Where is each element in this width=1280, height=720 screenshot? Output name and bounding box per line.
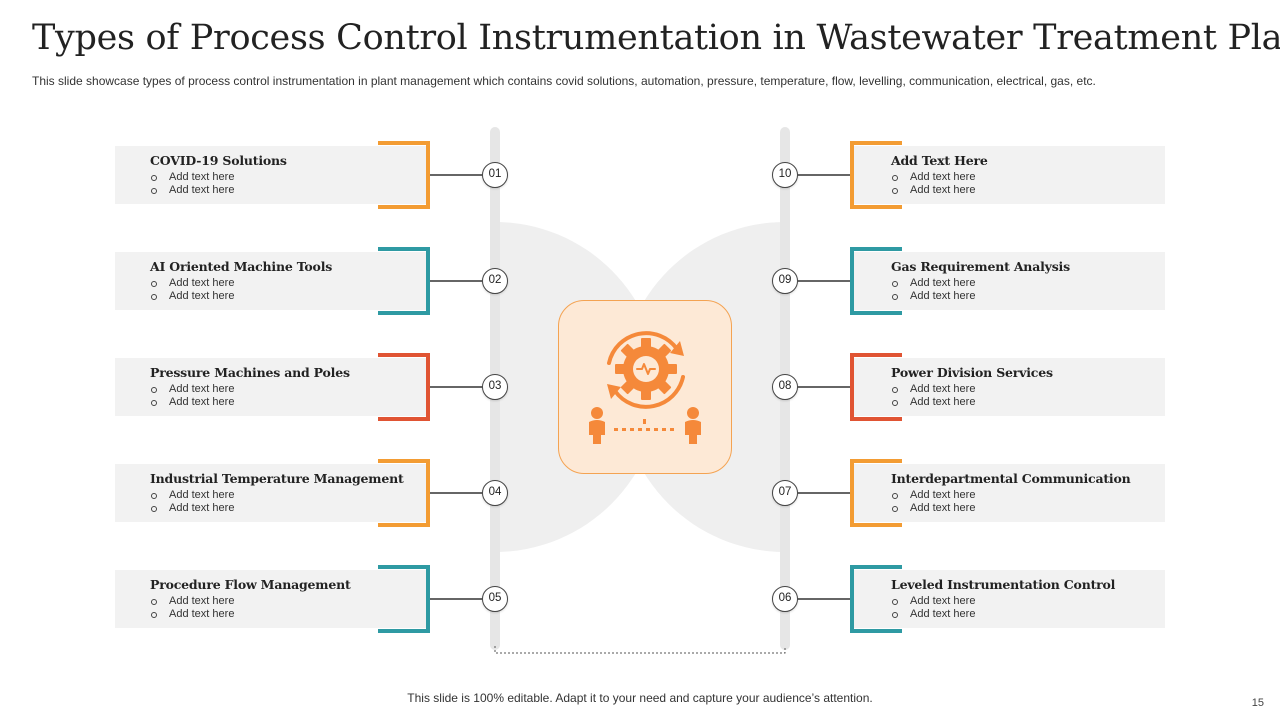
orange-bracket [850,459,902,527]
bullet-text: Add text here [891,383,975,396]
item-title: AI Oriented Machine Tools [150,259,333,274]
bullet-text: Add text here [150,489,234,502]
bullet-text: Add text here [891,502,975,515]
red-bracket [378,353,430,421]
item-title: Leveled Instrumentation Control [891,577,1116,592]
step-number-10: 10 [772,162,798,188]
bullet-text: Add text here [891,489,975,502]
item-bullets: Add text here Add text here [150,489,234,515]
bullet-text: Add text here [150,396,234,409]
item-card-04: Industrial Temperature Management Add te… [115,459,430,527]
item-bullets: Add text here Add text here [150,595,234,621]
step-number-02: 02 [482,268,508,294]
bullet-text: Add text here [150,502,234,515]
teal-bracket [378,247,430,315]
footer-note: This slide is 100% editable. Adapt it to… [407,691,873,705]
bullet-text: Add text here [891,184,975,197]
bullet-text: Add text here [891,608,975,621]
teal-bracket [850,565,902,633]
item-title: Pressure Machines and Poles [150,365,350,380]
item-title: Procedure Flow Management [150,577,351,592]
item-title: Gas Requirement Analysis [891,259,1070,274]
bullet-text: Add text here [150,184,234,197]
bullet-text: Add text here [150,608,234,621]
item-bullets: Add text here Add text here [150,383,234,409]
bullet-text: Add text here [891,595,975,608]
slide-subtitle: This slide showcase types of process con… [32,74,1096,88]
item-bullets: Add text here Add text here [150,171,234,197]
bullet-text: Add text here [891,171,975,184]
item-card-08: Power Division Services Add text here Ad… [850,353,1165,421]
teal-bracket [378,565,430,633]
item-card-03: Pressure Machines and Poles Add text her… [115,353,430,421]
orange-bracket [850,141,902,209]
step-number-09: 09 [772,268,798,294]
bullet-text: Add text here [891,290,975,303]
teal-bracket [850,247,902,315]
central-hub [558,300,732,474]
item-bullets: Add text here Add text here [891,171,975,197]
item-card-07: Interdepartmental Communication Add text… [850,459,1165,527]
step-number-06: 06 [772,586,798,612]
red-bracket [850,353,902,421]
item-bullets: Add text here Add text here [891,277,975,303]
bullet-text: Add text here [150,383,234,396]
item-card-06: Leveled Instrumentation Control Add text… [850,565,1165,633]
item-title: Add Text Here [891,153,988,168]
bullet-text: Add text here [891,396,975,409]
item-card-05: Procedure Flow Management Add text here … [115,565,430,633]
step-number-05: 05 [482,586,508,612]
slide-title: Types of Process Control Instrumentation… [32,18,1280,58]
item-title: Interdepartmental Communication [891,471,1131,486]
bullet-text: Add text here [150,277,234,290]
gear-with-cycle-arrows-and-people-icon [589,331,701,444]
bullet-text: Add text here [150,171,234,184]
item-card-02: AI Oriented Machine Tools Add text here … [115,247,430,315]
item-bullets: Add text here Add text here [891,489,975,515]
item-bullets: Add text here Add text here [150,277,234,303]
step-number-07: 07 [772,480,798,506]
item-bullets: Add text here Add text here [891,383,975,409]
item-card-09: Gas Requirement Analysis Add text here A… [850,247,1165,315]
item-card-10: Add Text Here Add text here Add text her… [850,141,1165,209]
item-title: Industrial Temperature Management [150,471,404,486]
item-title: COVID-19 Solutions [150,153,287,168]
step-number-03: 03 [482,374,508,400]
step-number-08: 08 [772,374,798,400]
page-number: 15 [1251,697,1264,709]
item-title: Power Division Services [891,365,1053,380]
bullet-text: Add text here [150,290,234,303]
step-number-04: 04 [482,480,508,506]
orange-bracket [378,459,430,527]
bullet-text: Add text here [891,277,975,290]
step-number-01: 01 [482,162,508,188]
item-bullets: Add text here Add text here [891,595,975,621]
item-card-01: COVID-19 Solutions Add text here Add tex… [115,141,430,209]
orange-bracket [378,141,430,209]
bottom-dashed-connector [494,646,786,654]
bullet-text: Add text here [150,595,234,608]
